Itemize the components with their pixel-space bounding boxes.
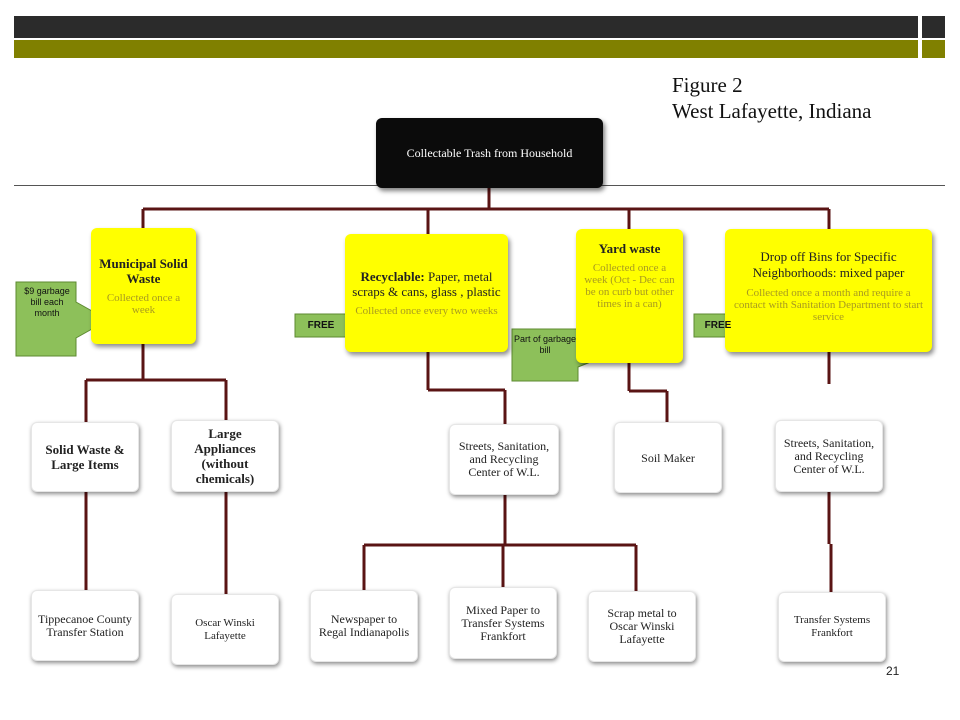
node-label: Streets, Sanitation, and Recycling Cente…	[458, 439, 550, 479]
header-bar-square	[923, 16, 945, 38]
node-label: Scrap metal to Oscar Winski Lafayette	[607, 606, 677, 646]
node-label: Tippecanoe County Transfer Station	[38, 611, 132, 639]
page-number: 21	[886, 664, 900, 678]
category-subtitle: Collected once every two weeks	[355, 305, 498, 317]
node-streets-sanitation-wl: Streets, Sanitation, and Recycling Cente…	[449, 424, 559, 495]
root-node: Collectable Trash from Household	[376, 118, 603, 188]
category-yard-waste: Yard waste Collected once a week (Oct - …	[576, 229, 683, 363]
node-soil-maker: Soil Maker	[614, 422, 722, 493]
node-label: Soil Maker	[641, 450, 695, 465]
figure-title-line2: West Lafayette, Indiana	[672, 99, 872, 123]
category-municipal-solid-waste: Municipal Solid Waste Collected once a w…	[91, 228, 196, 344]
category-subtitle: Collected once a month and require a con…	[733, 287, 924, 323]
category-title: Drop off Bins for Specific Neighborhoods…	[752, 249, 905, 280]
node-mixed-paper: Mixed Paper to Transfer Systems Frankfor…	[449, 587, 557, 659]
node-streets-sanitation-wl-2: Streets, Sanitation, and Recycling Cente…	[775, 420, 883, 492]
node-label: Oscar Winski Lafayette	[195, 616, 255, 642]
callout-free-recycle-text: FREE	[307, 320, 335, 331]
node-transfer-systems-frankfort: Transfer Systems Frankfort	[778, 592, 886, 662]
header-bar-gap	[918, 16, 922, 58]
category-title: Municipal Solid Waste	[99, 256, 188, 286]
node-label: Mixed Paper to Transfer Systems Frankfor…	[461, 602, 545, 643]
node-large-appliances: Large Appliances (without chemicals)	[171, 420, 279, 492]
node-label: Large Appliances (without chemicals)	[194, 426, 256, 486]
category-title: Recyclable: Paper, metal scraps & cans, …	[351, 269, 502, 299]
header-bar-olive	[14, 40, 945, 58]
node-scrap-metal: Scrap metal to Oscar Winski Lafayette	[588, 591, 696, 662]
node-label: Solid Waste & Large Items	[45, 442, 125, 472]
category-title: Yard waste	[598, 241, 661, 256]
category-drop-off-bins: Drop off Bins for Specific Neighborhoods…	[725, 229, 932, 352]
category-recyclable: Recyclable: Paper, metal scraps & cans, …	[345, 234, 508, 352]
node-label: Newspaper to Regal Indianapolis	[318, 612, 410, 639]
figure-title-line1: Figure 2	[672, 73, 743, 97]
header-bar-dark	[14, 16, 945, 38]
callout-garbage-bill-text: $9 garbage bill each month	[24, 286, 70, 318]
node-label: Streets, Sanitation, and Recycling Cente…	[783, 435, 875, 476]
callout-free-dropoff-text: FREE	[704, 320, 732, 331]
node-oscar-winski: Oscar Winski Lafayette	[171, 594, 279, 665]
figure-title: Figure 2 West Lafayette, Indiana	[672, 72, 871, 124]
category-title-bold: Recyclable:	[360, 269, 425, 284]
node-solid-waste-large-items: Solid Waste & Large Items	[31, 422, 139, 492]
node-tippecanoe-transfer-station: Tippecanoe County Transfer Station	[31, 590, 139, 661]
node-label: Transfer Systems Frankfort	[793, 614, 871, 639]
callout-part-of-bill-text: Part of garbage bill	[513, 334, 577, 355]
category-subtitle: Collected once a week (Oct - Dec can be …	[584, 262, 675, 310]
category-subtitle: Collected once a week	[106, 292, 181, 316]
node-newspaper-regal: Newspaper to Regal Indianapolis	[310, 590, 418, 662]
category-title-rest: Paper, metal scraps & cans, glass , plas…	[352, 269, 501, 299]
root-label: Collectable Trash from Household	[406, 145, 573, 160]
